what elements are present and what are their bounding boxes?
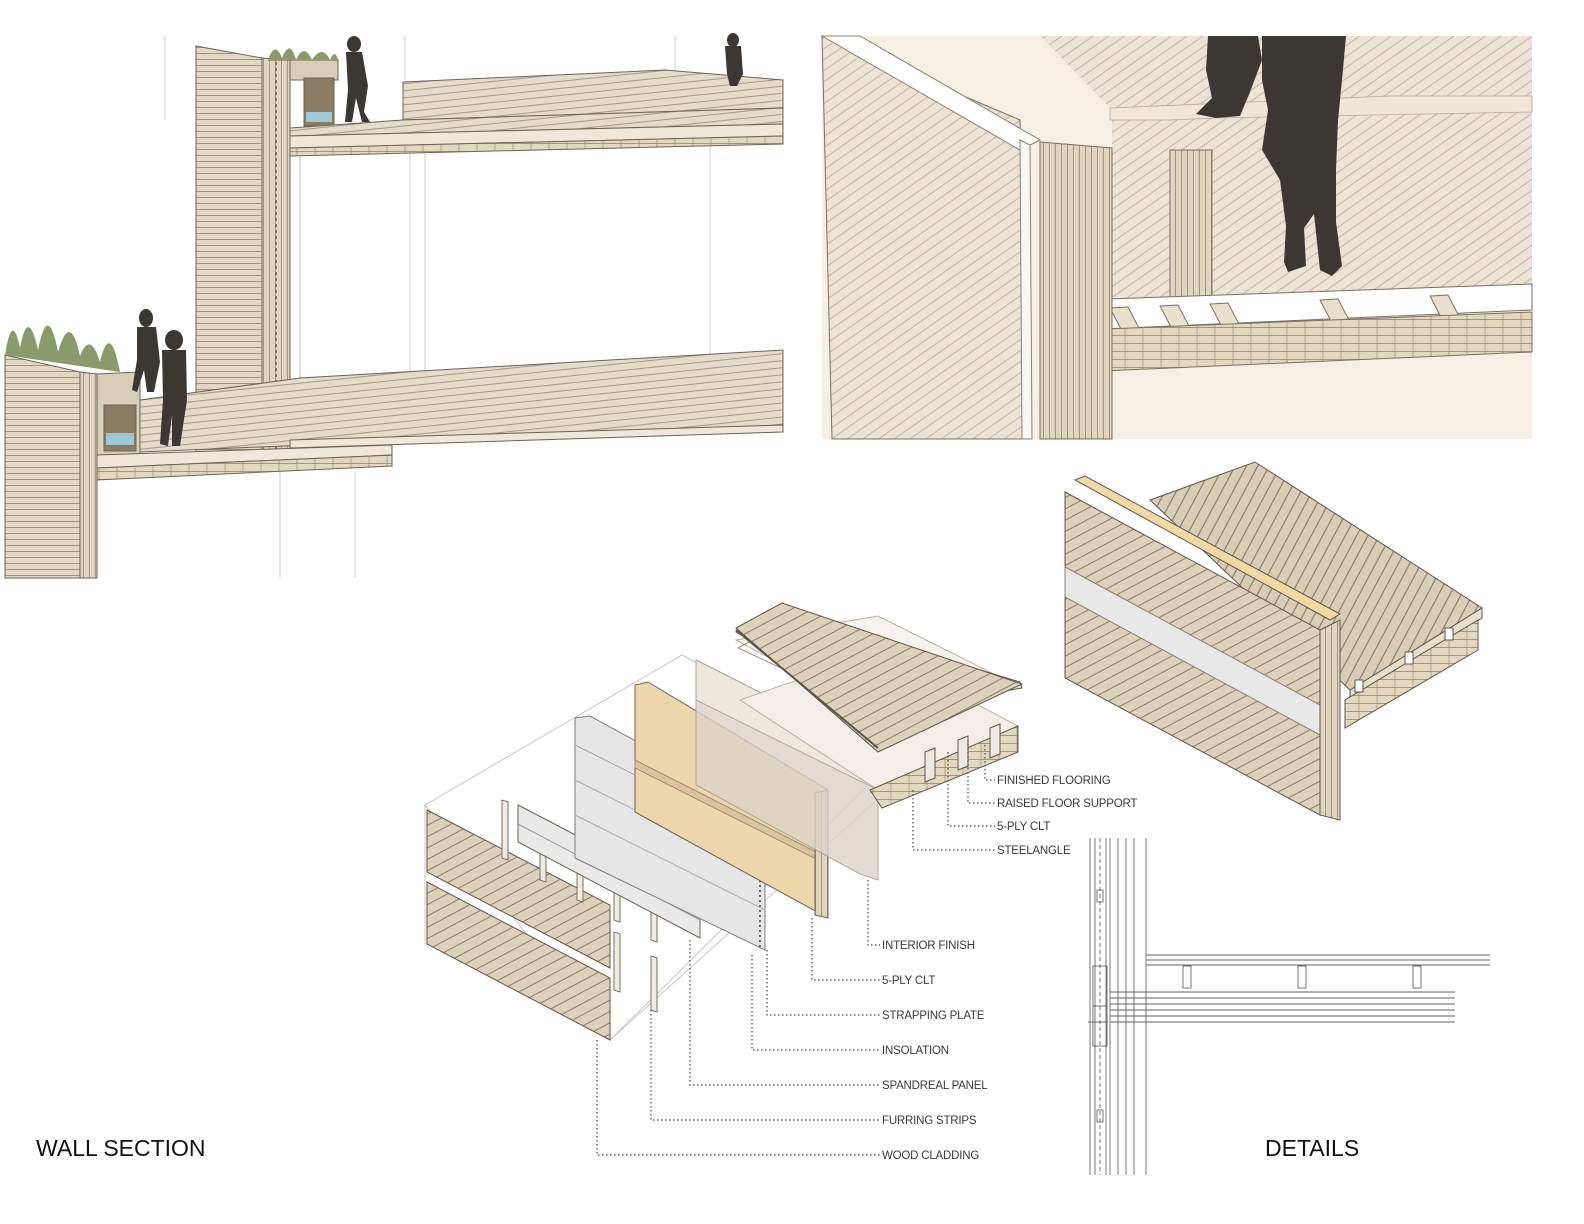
upper-deck — [289, 69, 784, 157]
callout-strapping-plate: STRAPPING PLATE — [882, 1010, 985, 1022]
callout-finished-flooring: FINISHED FLOORING — [997, 775, 1111, 787]
wall-section-title: WALL SECTION — [36, 1135, 206, 1161]
callout-interior-finish: INTERIOR FINISH — [882, 940, 975, 952]
callout-furring-strips: FURRING STRIPS — [882, 1115, 977, 1127]
callout-steel-angle: STEELANGLE — [997, 845, 1071, 857]
wall-callout-labels: INTERIOR FINISH 5-PLY CLT STRAPPING PLAT… — [882, 940, 988, 1162]
callout-raised-floor-support: RAISED FLOOR SUPPORT — [997, 798, 1137, 810]
callout-wall-clt: 5-PLY CLT — [882, 975, 935, 987]
details-title: DETAILS — [1265, 1135, 1359, 1161]
lower-planter — [5, 325, 141, 463]
floor-callout-labels: FINISHED FLOORING RAISED FLOOR SUPPORT 5… — [997, 775, 1138, 857]
callout-leaders — [596, 740, 995, 1156]
callout-wood-cladding: WOOD CLADDING — [882, 1150, 979, 1162]
upper-planter — [268, 48, 339, 127]
wood-cladding-layer — [426, 809, 611, 1041]
section-line-drawing — [1088, 838, 1490, 1175]
callout-spandreal-panel: SPANDREAL PANEL — [882, 1080, 988, 1092]
axon-section-view — [4, 33, 784, 579]
zoom-silhouettes — [1196, 36, 1346, 276]
callout-floor-clt: 5-PLY CLT — [997, 821, 1050, 833]
lower-deck — [96, 349, 784, 481]
tall-clad-wall — [195, 45, 291, 471]
zoom-detail-view — [820, 35, 1533, 440]
people-silhouettes — [132, 33, 743, 446]
floor-assembly — [734, 602, 1024, 809]
assembled-axon-detail — [1064, 461, 1483, 821]
callout-insolation: INSOLATION — [882, 1045, 949, 1057]
exploded-axon — [424, 602, 1024, 1041]
lower-clad-wall — [4, 354, 98, 579]
